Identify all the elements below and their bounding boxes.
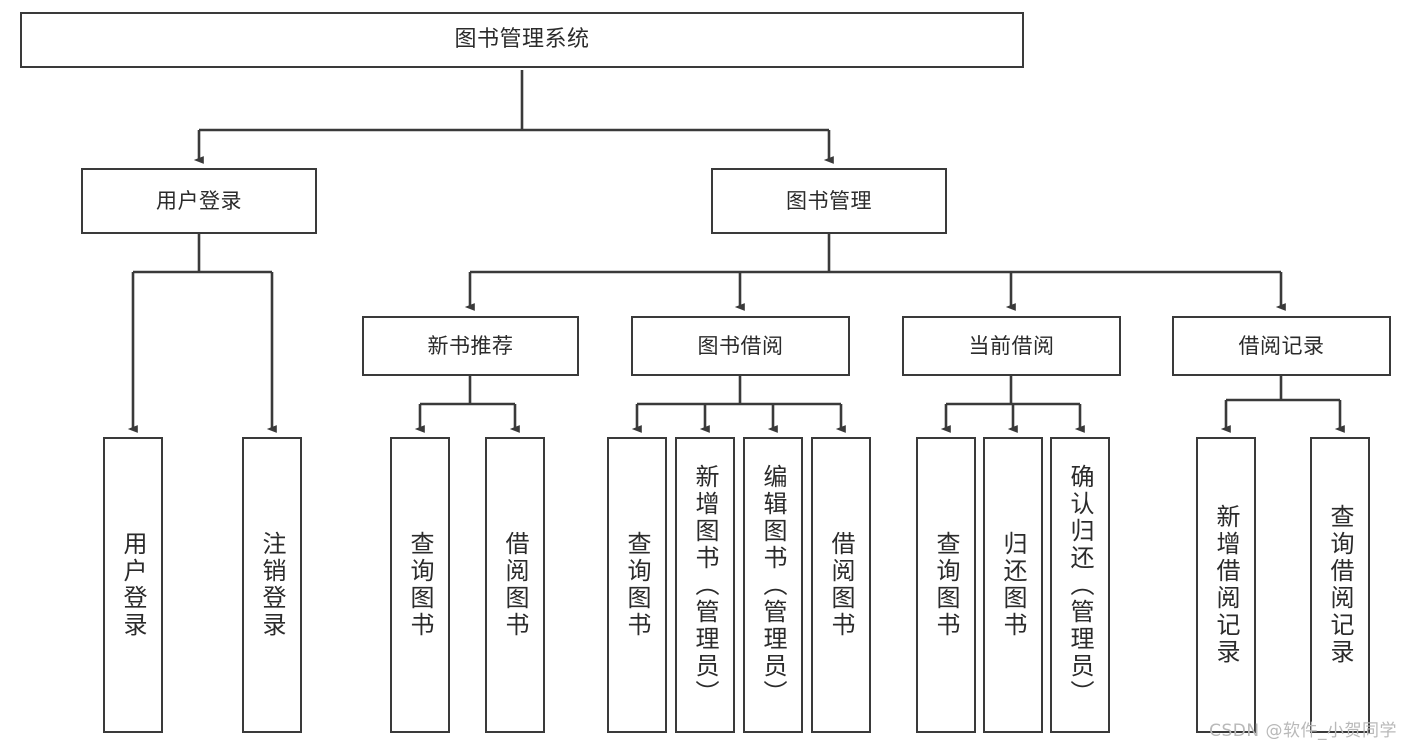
leaf-user-login-label: 用户登录: [119, 531, 147, 639]
leaf-borrow-book-1[interactable]: 借阅图书: [485, 437, 545, 733]
leaf-borrow-book-2-label: 借阅图书: [827, 531, 855, 639]
leaf-add-book-label: 新增图书（管理员）: [691, 463, 719, 707]
leaf-borrow-book-1-label: 借阅图书: [501, 531, 529, 639]
node-borrow-record-label: 借阅记录: [1238, 333, 1325, 358]
node-book-management[interactable]: 图书管理: [711, 168, 947, 234]
leaf-query-record[interactable]: 查询借阅记录: [1310, 437, 1370, 733]
leaf-query-book-1-label: 查询图书: [406, 531, 434, 639]
node-user-login-label: 用户登录: [156, 188, 242, 213]
node-user-login[interactable]: 用户登录: [81, 168, 317, 234]
node-new-book-recommend-label: 新书推荐: [427, 333, 514, 358]
leaf-query-book-2-label: 查询图书: [623, 531, 651, 639]
node-current-borrow-label: 当前借阅: [968, 333, 1055, 358]
leaf-add-record[interactable]: 新增借阅记录: [1196, 437, 1256, 733]
leaf-return-book[interactable]: 归还图书: [983, 437, 1043, 733]
leaf-query-record-label: 查询借阅记录: [1326, 504, 1354, 666]
leaf-confirm-return[interactable]: 确认归还（管理员）: [1050, 437, 1110, 733]
leaf-borrow-book-2[interactable]: 借阅图书: [811, 437, 871, 733]
node-book-management-label: 图书管理: [786, 188, 872, 213]
leaf-return-book-label: 归还图书: [999, 531, 1027, 639]
leaf-query-book-1[interactable]: 查询图书: [390, 437, 450, 733]
node-borrow-record[interactable]: 借阅记录: [1172, 316, 1391, 376]
leaf-confirm-return-label: 确认归还（管理员）: [1066, 463, 1094, 707]
node-current-borrow[interactable]: 当前借阅: [902, 316, 1121, 376]
node-root-label: 图书管理系统: [454, 27, 590, 53]
leaf-query-book-2[interactable]: 查询图书: [607, 437, 667, 733]
leaf-query-book-3[interactable]: 查询图书: [916, 437, 976, 733]
leaf-query-book-3-label: 查询图书: [932, 531, 960, 639]
leaf-logout-login-label: 注销登录: [258, 531, 286, 639]
node-new-book-recommend[interactable]: 新书推荐: [362, 316, 579, 376]
leaf-edit-book[interactable]: 编辑图书（管理员）: [743, 437, 803, 733]
watermark-text: CSDN @软件_小贺同学: [1209, 721, 1397, 741]
node-book-borrow-label: 图书借阅: [697, 333, 784, 358]
leaf-edit-book-label: 编辑图书（管理员）: [759, 463, 787, 707]
node-root[interactable]: 图书管理系统: [20, 12, 1024, 68]
leaf-user-login[interactable]: 用户登录: [103, 437, 163, 733]
leaf-logout-login[interactable]: 注销登录: [242, 437, 302, 733]
node-book-borrow[interactable]: 图书借阅: [631, 316, 850, 376]
leaf-add-book[interactable]: 新增图书（管理员）: [675, 437, 735, 733]
leaf-add-record-label: 新增借阅记录: [1212, 504, 1240, 666]
